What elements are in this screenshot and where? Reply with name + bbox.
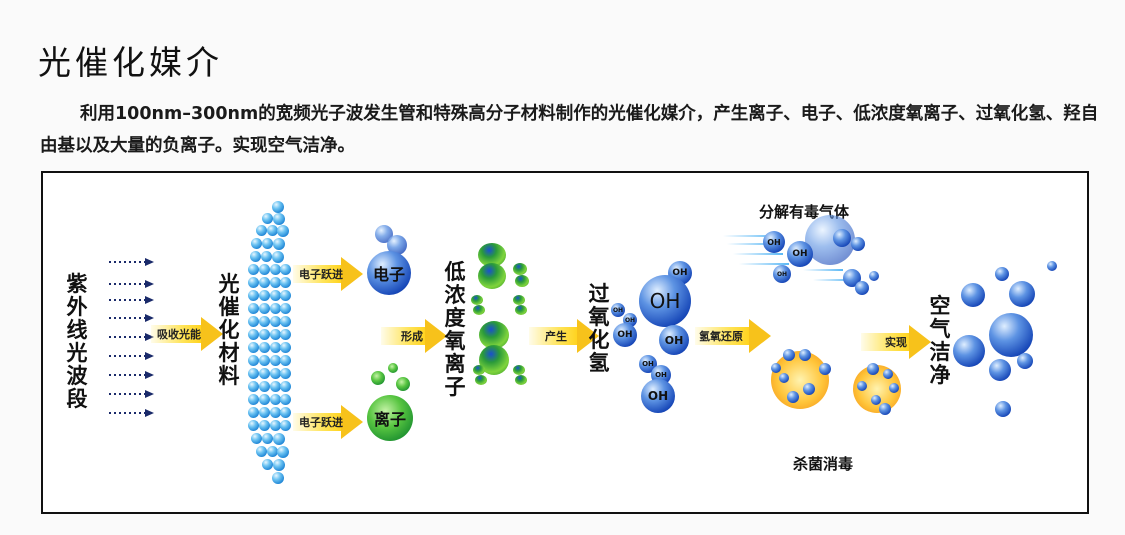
oh-label: OH: [649, 289, 681, 313]
diagram-frame: 紫 外 线 光 波 段 吸收光能 光 催 化 材 料: [41, 171, 1089, 514]
char: 料: [218, 364, 240, 388]
char: 催: [218, 295, 240, 319]
uv-band-label: 紫 外 线 光 波 段: [65, 273, 89, 411]
electron-sphere: 电子: [367, 251, 411, 295]
form-arrow: 形成: [381, 319, 447, 353]
produce-arrow: 产生: [529, 319, 599, 353]
char: 净: [929, 363, 951, 387]
char: 浓: [444, 283, 466, 307]
arrow-label: 电子跃进: [299, 268, 343, 281]
char: 波: [66, 364, 88, 388]
char: 低: [444, 260, 466, 284]
char: 氧: [444, 329, 466, 353]
low-concentration-oxygen-ion-label: 低 浓 度 氧 离 子: [443, 261, 467, 399]
dotted-arrow-icon: [109, 257, 154, 267]
oh-label: OH: [672, 268, 688, 278]
arrow-label: 吸收光能: [157, 328, 201, 341]
arrow-label: 氢氧还原: [699, 330, 743, 343]
ion-sphere: 离子: [367, 395, 413, 441]
dotted-arrow-icon: [109, 408, 154, 418]
char: 光: [218, 272, 240, 296]
dotted-arrow-icon: [109, 351, 154, 361]
oh-label: OH: [792, 249, 808, 259]
dotted-arrow-icon: [109, 295, 154, 305]
ion-label: 离子: [373, 410, 406, 429]
oh-label: OH: [617, 330, 633, 340]
dotted-arrow-icon: [109, 389, 154, 399]
char: 外: [66, 295, 88, 319]
char: 洁: [929, 340, 951, 364]
char: 化: [588, 328, 610, 352]
oh-label: OH: [664, 333, 684, 347]
dotted-arrow-icon: [109, 313, 154, 323]
char: 度: [444, 306, 466, 330]
electron-label: 电子: [372, 265, 405, 284]
char: 离: [444, 352, 466, 376]
sterilize-label: 杀菌消毒: [793, 455, 854, 473]
oh-label: OH: [642, 360, 654, 368]
oh-label: OH: [612, 306, 624, 314]
oh-label: OH: [655, 371, 667, 379]
description-paragraph: 利用100nm–300nm的宽频光子波发生管和特殊高分子材料制作的光催化媒介，产…: [40, 104, 1099, 156]
electron-jump-arrow-top: 电子跃进: [293, 257, 365, 291]
absorb-light-arrow: 吸收光能: [151, 317, 223, 351]
oh-label: OH: [767, 237, 781, 247]
char: 光: [66, 341, 88, 365]
achieve-arrow: 实现: [861, 325, 931, 359]
clean-air-label: 空 气 洁 净: [928, 295, 952, 387]
electron-jump-arrow-bottom: 电子跃进: [293, 405, 365, 439]
hydrogen-peroxide-label: 过 氧 化 氢: [587, 283, 611, 375]
char: 子: [444, 375, 466, 399]
dotted-arrow-icon: [109, 279, 154, 289]
char: 化: [218, 318, 240, 342]
arrow-label: 实现: [885, 336, 907, 349]
oh-label: OH: [647, 389, 669, 403]
arrow-label: 产生: [545, 330, 567, 343]
oh-label: OH: [624, 316, 636, 324]
char: 氢: [588, 351, 610, 375]
photocatalyst-material-label: 光 催 化 材 料: [217, 273, 241, 388]
redox-arrow: 氢氧还原: [695, 319, 771, 353]
arrow-label: 形成: [401, 330, 423, 343]
char: 线: [66, 318, 88, 342]
char: 氧: [588, 305, 610, 329]
char: 紫: [66, 272, 88, 296]
arrow-label: 电子跃进: [299, 416, 343, 429]
dotted-arrow-icon: [109, 332, 154, 342]
oh-label: OH: [776, 270, 788, 278]
photocatalyst-bubble-column: [248, 201, 291, 491]
char: 段: [66, 387, 88, 411]
char: 过: [588, 282, 610, 306]
char: 空: [929, 294, 951, 318]
page-title: 光催化媒介: [38, 43, 223, 82]
dotted-arrow-icon: [109, 370, 154, 380]
char: 材: [218, 341, 240, 365]
char: 气: [929, 317, 951, 341]
